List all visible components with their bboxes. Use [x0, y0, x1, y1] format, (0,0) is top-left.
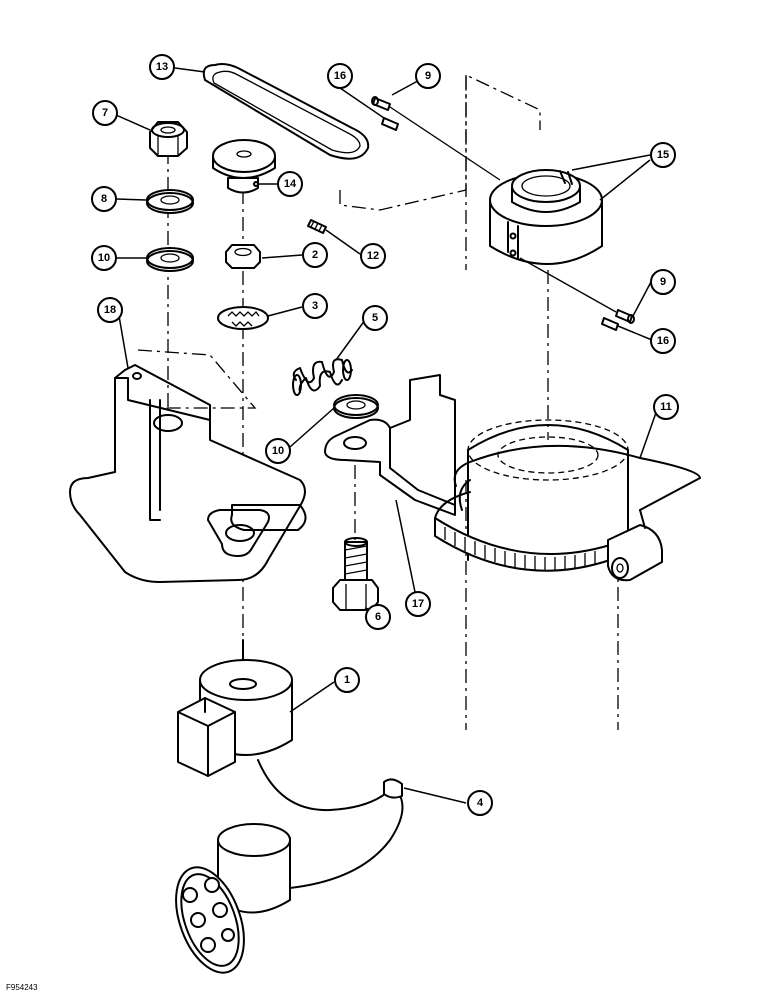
svg-text:17: 17: [412, 598, 424, 610]
svg-text:14: 14: [284, 178, 297, 190]
washer-8: [146, 189, 194, 214]
callout-4: 4: [467, 790, 493, 816]
callout-15: 15: [650, 142, 676, 168]
callout-10-upper: 10: [91, 245, 117, 271]
svg-text:3: 3: [312, 300, 318, 312]
callout-12: 12: [360, 243, 386, 269]
svg-text:1: 1: [344, 674, 350, 686]
svg-text:16: 16: [657, 335, 669, 347]
callout-16-lower: 16: [650, 328, 676, 354]
callout-8: 8: [91, 186, 117, 212]
callout-2: 2: [302, 242, 328, 268]
svg-text:9: 9: [425, 70, 431, 82]
svg-text:2: 2: [312, 249, 318, 261]
callout-17: 17: [405, 591, 431, 617]
svg-text:15: 15: [657, 149, 669, 161]
svg-text:18: 18: [104, 304, 116, 316]
spring-5: [292, 358, 353, 396]
washer-10-upper: [146, 247, 194, 272]
figure-reference: F954243: [6, 983, 38, 992]
pin-16-lower: [601, 317, 619, 331]
callout-9-upper: 9: [415, 63, 441, 89]
callout-5: 5: [362, 305, 388, 331]
svg-text:10: 10: [272, 445, 284, 457]
pin-16-upper: [381, 117, 399, 131]
callout-16-upper: 16: [327, 63, 353, 89]
collar-15: [489, 169, 603, 265]
svg-text:10: 10: [98, 252, 110, 264]
svg-text:7: 7: [102, 107, 108, 119]
callout-6: 6: [365, 604, 391, 630]
callout-14: 14: [277, 171, 303, 197]
setscrew-12: [307, 219, 327, 234]
leader-lines: [115, 67, 659, 804]
sensor-1: [177, 639, 293, 777]
callout-13: 13: [149, 54, 175, 80]
cylinder-with-clamp-11: [434, 419, 701, 582]
callout-18: 18: [97, 297, 123, 323]
callout-1: 1: [334, 667, 360, 693]
cable-clip-4: [257, 759, 404, 889]
svg-text:5: 5: [372, 312, 378, 324]
nut-7: [149, 121, 188, 157]
gasket-13: [202, 63, 370, 160]
svg-text:8: 8: [101, 193, 107, 205]
svg-text:11: 11: [660, 401, 672, 413]
connector: [175, 823, 291, 974]
svg-text:12: 12: [367, 250, 379, 262]
svg-text:4: 4: [477, 797, 484, 809]
svg-text:13: 13: [156, 61, 168, 73]
knob-14: [212, 139, 276, 194]
screw-9-upper: [371, 96, 501, 181]
callout-7: 7: [92, 100, 118, 126]
screw-9-lower: [519, 257, 635, 324]
small-bracket-17: [324, 374, 456, 516]
svg-text:6: 6: [375, 611, 381, 623]
svg-text:9: 9: [660, 276, 666, 288]
lockwasher-3: [217, 306, 269, 330]
bolt-6: [332, 537, 379, 611]
callout-9-lower: 9: [650, 269, 676, 295]
callout-11: 11: [653, 394, 679, 420]
svg-text:16: 16: [334, 70, 346, 82]
callout-10-lower: 10: [265, 438, 291, 464]
bracket-plate-18: [69, 364, 307, 583]
washer-10-lower: [333, 394, 379, 419]
nut-2: [225, 244, 261, 269]
callout-3: 3: [302, 293, 328, 319]
